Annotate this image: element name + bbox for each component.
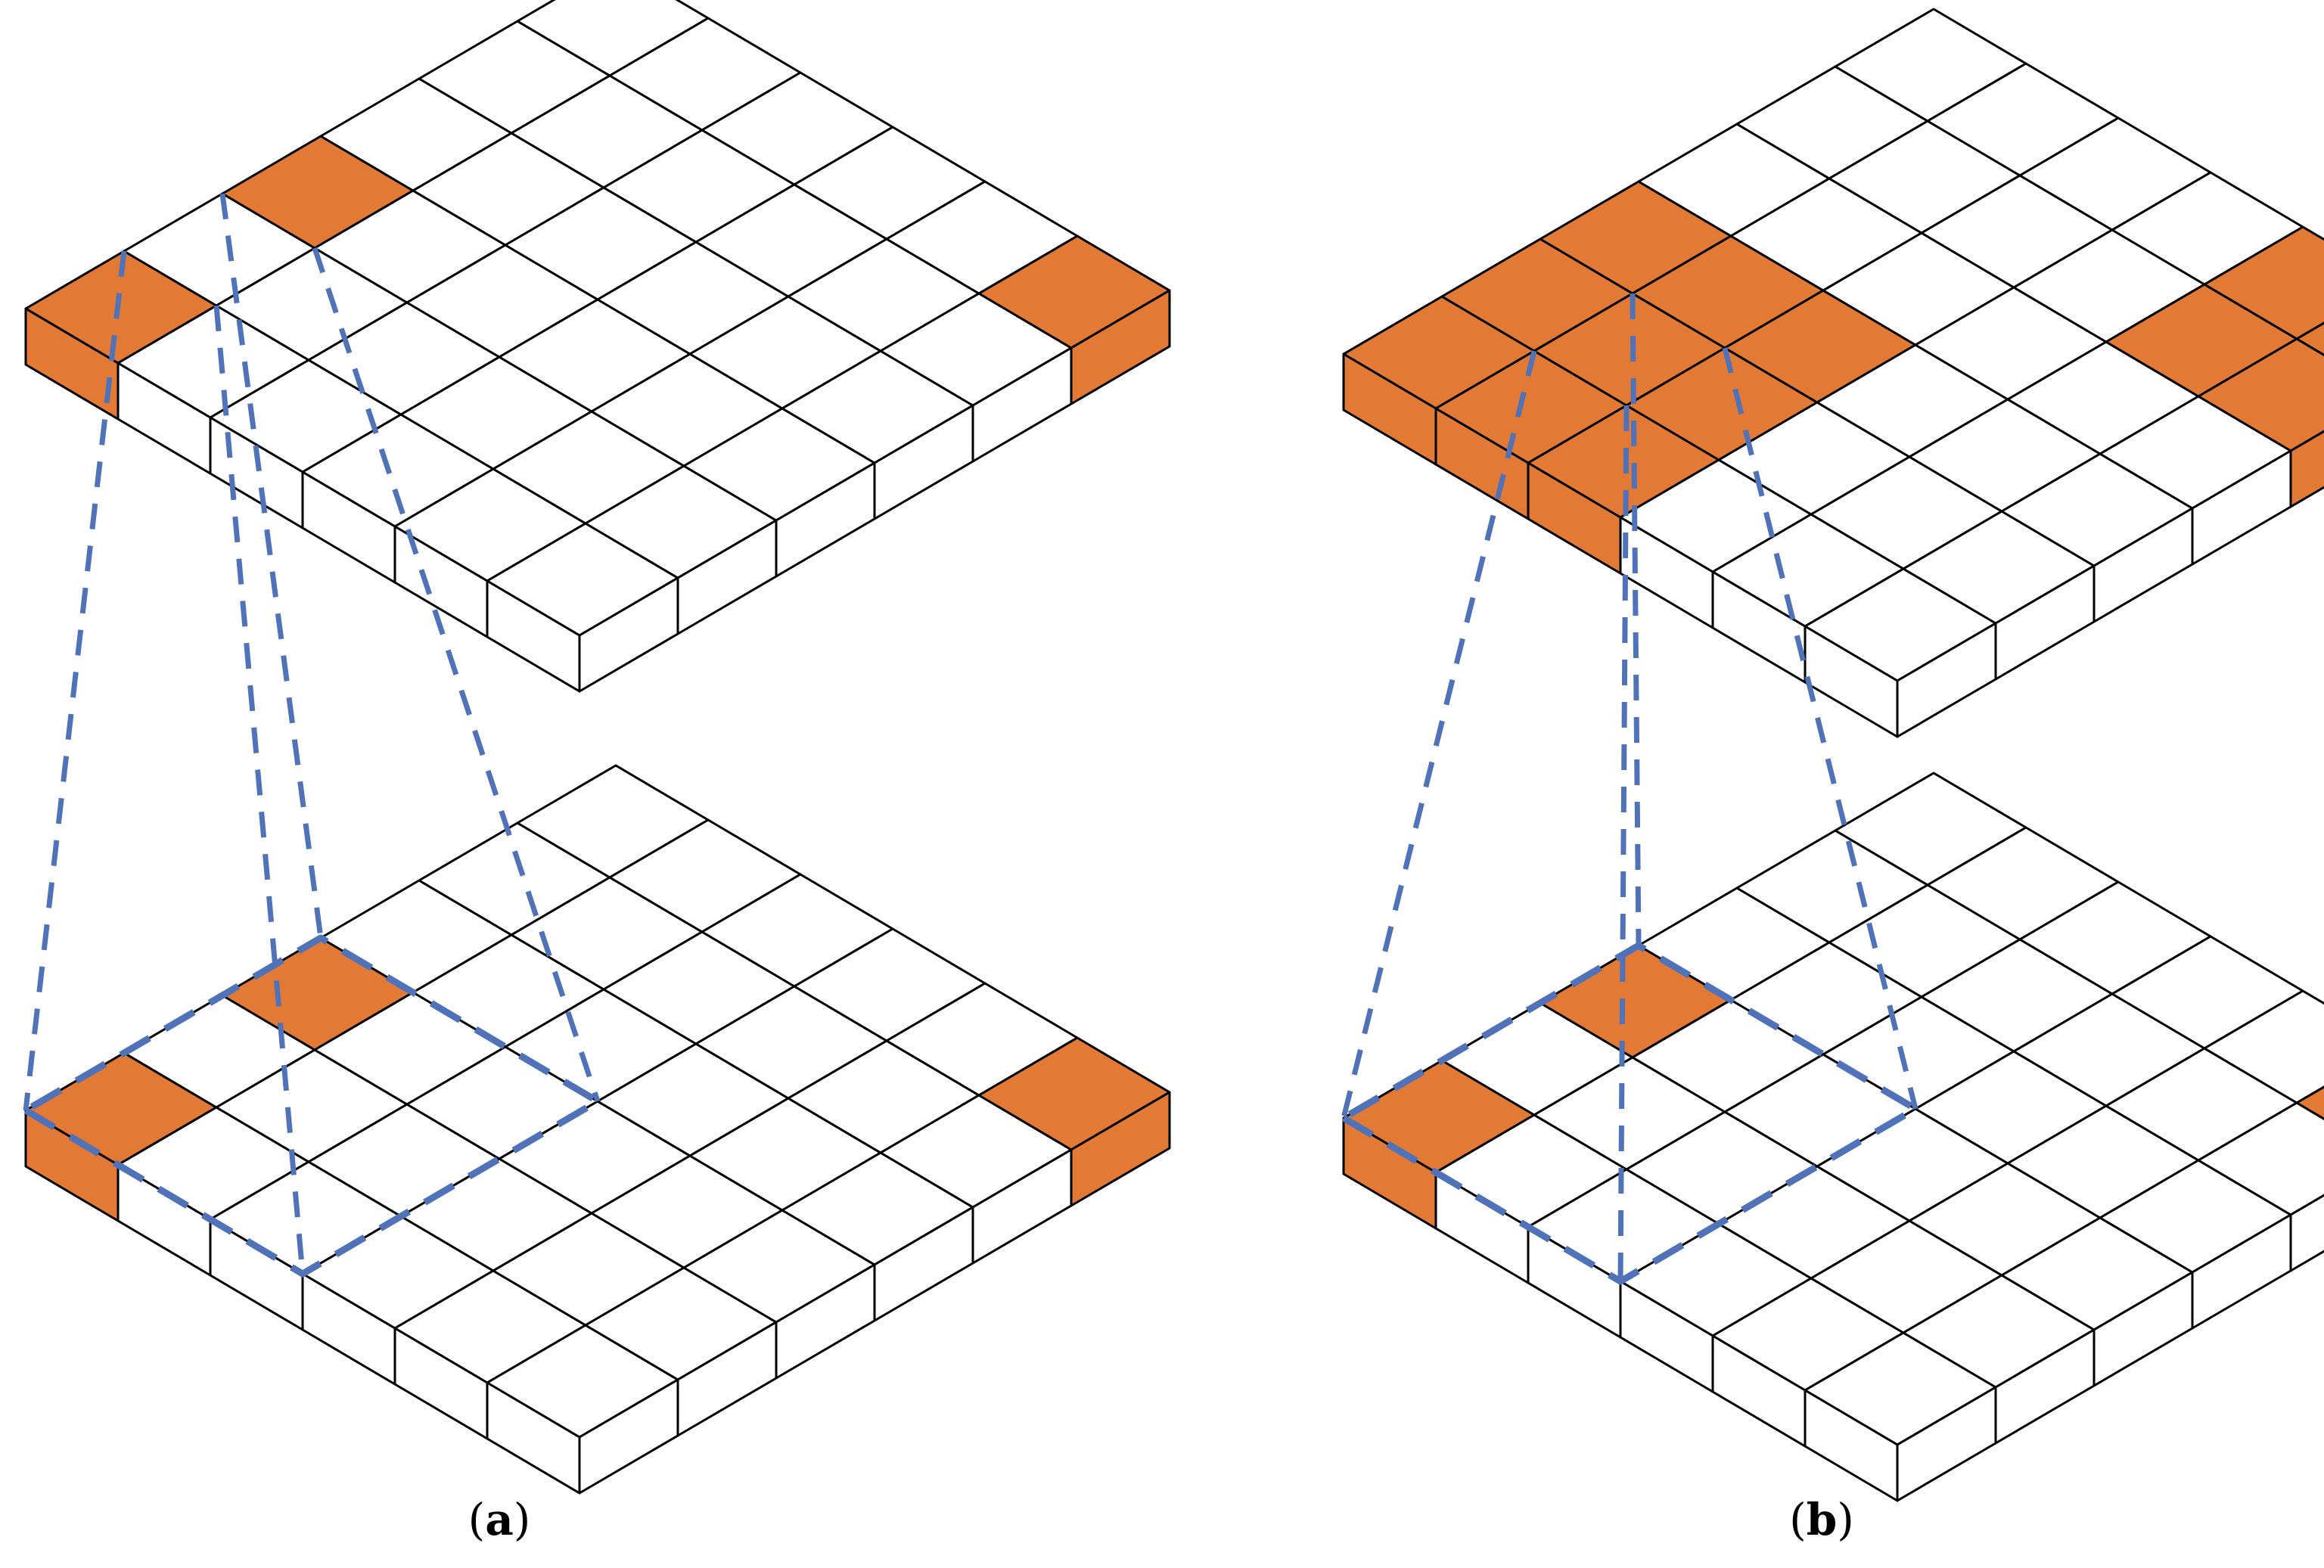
projection-line	[312, 247, 601, 1103]
grid-side-cell	[2289, 1194, 2324, 1272]
grid-cell	[2203, 225, 2324, 340]
panel-a-input-grid	[24, 764, 1171, 1495]
panel-a-caption: (a)	[468, 1494, 531, 1545]
grid-cell	[2295, 321, 2324, 356]
panel-b-caption-letter: b	[1806, 1494, 1838, 1545]
projection-line	[1341, 350, 1537, 1119]
panel-a-output-grid	[24, 0, 1171, 693]
panel-a-receptive-field-projection	[22, 193, 601, 1278]
panel-b	[1340, 8, 2324, 1502]
grid-side-cell	[1070, 1091, 1171, 1207]
projection-line	[213, 305, 306, 1275]
panel-b-receptive-field-projection	[1340, 293, 1919, 1285]
grid-cell	[2295, 1085, 2324, 1120]
panel-a	[22, 0, 1171, 1495]
projection-line	[1722, 347, 1919, 1110]
receptive-field-box	[22, 934, 601, 1278]
projection-line	[23, 250, 127, 1111]
grid-cell	[2203, 989, 2324, 1104]
panel-b-input-grid	[1342, 772, 2324, 1502]
receptive-field-box	[1340, 942, 1919, 1285]
panel-b-output-grid	[1342, 8, 2324, 738]
panel-a-caption-letter: a	[485, 1494, 514, 1545]
panel-b-caption: (b)	[1789, 1494, 1854, 1545]
grid-side-cell	[2289, 430, 2324, 508]
projection-line	[1617, 405, 1630, 1282]
grid-side-cell	[1070, 289, 1171, 405]
grid-cell	[2197, 1101, 2324, 1216]
projection-line	[1630, 293, 1642, 946]
grid-cell	[2197, 337, 2324, 452]
